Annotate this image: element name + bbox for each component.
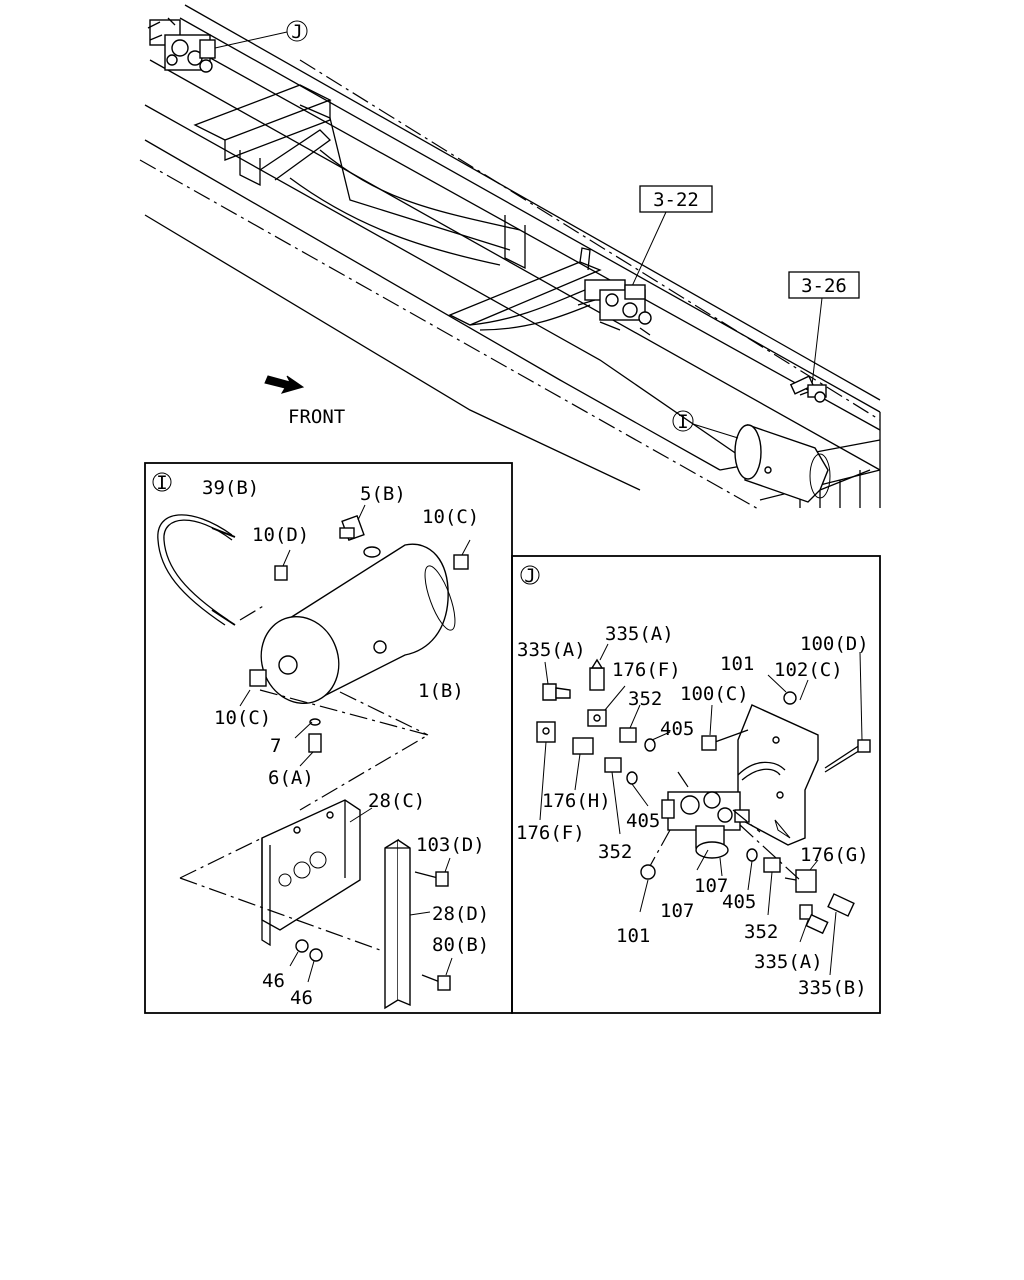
- label-405-right: 405: [722, 891, 756, 913]
- label-107-left: 107: [660, 900, 694, 922]
- fitting-5b: [339, 504, 366, 542]
- label-10c-bottom: 10(C): [214, 707, 271, 729]
- label-405-mid: 405: [626, 810, 660, 832]
- label-10c-top: 10(C): [422, 506, 479, 528]
- front-indicator: FRONT: [264, 375, 345, 428]
- valve-assembly-overview: [147, 17, 216, 73]
- panel-i-id: I: [156, 472, 167, 494]
- washer-405-right: [746, 848, 758, 862]
- air-tank: [260, 543, 456, 705]
- nut-101-bottom: [640, 864, 656, 880]
- bracket-102c: [737, 704, 819, 846]
- callout-i-letter: I: [677, 411, 688, 433]
- panel-j: J: [511, 555, 881, 1014]
- label-28d: 28(D): [432, 903, 489, 925]
- chassis-overview: [139, 4, 881, 511]
- label-7: 7: [270, 735, 281, 757]
- washer-7: [309, 718, 321, 726]
- fitting-335a-mid: [589, 658, 605, 691]
- fitting-335a-bottom: [799, 904, 829, 935]
- relay-valve-107: [661, 791, 750, 859]
- panel-i: I: [144, 462, 513, 1014]
- label-335b: 335(B): [798, 977, 867, 999]
- bolt-100d: [824, 739, 871, 773]
- label-101-bottom: 101: [616, 925, 650, 947]
- label-352-top: 352: [628, 688, 662, 710]
- label-100d: 100(D): [800, 633, 869, 655]
- bracket-28c: [261, 799, 361, 947]
- plug-10c-bottom: [249, 669, 267, 687]
- front-arrow-icon: [264, 375, 305, 394]
- label-46-a: 46: [262, 970, 285, 992]
- label-176h: 176(H): [542, 790, 611, 812]
- label-335a-left: 335(A): [517, 639, 586, 661]
- bolt-80b: [421, 974, 451, 991]
- fitting-335a-left: [542, 683, 571, 701]
- ref-3-22: 3-22: [577, 185, 713, 336]
- valve-3-22: [577, 279, 652, 336]
- plug-10c-top: [453, 554, 469, 570]
- callout-j: J: [214, 20, 308, 49]
- plug-10d: [274, 565, 288, 581]
- panel-j-id: J: [524, 565, 535, 587]
- label-1b: 1(B): [418, 680, 464, 702]
- ref-3-26: 3-26: [788, 271, 860, 403]
- nut-101-top: [783, 691, 797, 705]
- nut-46-b: [309, 948, 323, 962]
- front-label: FRONT: [288, 406, 345, 428]
- label-176f-left: 176(F): [516, 822, 585, 844]
- label-102c: 102(C): [774, 659, 843, 681]
- label-101-top: 101: [720, 653, 754, 675]
- label-107-right: 107: [694, 875, 728, 897]
- fitting-335b: [827, 893, 855, 917]
- nipple-176h: [572, 737, 594, 755]
- label-46-b: 46: [290, 987, 313, 1009]
- ref-box-3-26: 3-26: [801, 275, 847, 297]
- label-103d: 103(D): [416, 834, 485, 856]
- label-335a-bottom: 335(A): [754, 951, 823, 973]
- fitting-3-26: [789, 375, 827, 403]
- label-6a: 6(A): [268, 767, 314, 789]
- callout-j-letter: J: [291, 21, 302, 43]
- drain-cock-6a: [308, 733, 322, 753]
- label-405-top: 405: [660, 718, 694, 740]
- air-tank-overview: I: [672, 410, 831, 503]
- tee-176f-top: [587, 709, 607, 727]
- label-100c: 100(C): [680, 683, 749, 705]
- label-176g: 176(G): [800, 844, 869, 866]
- label-176f-top: 176(F): [612, 659, 681, 681]
- label-80b: 80(B): [432, 934, 489, 956]
- tee-176g: [784, 869, 817, 893]
- nut-46-a: [295, 939, 309, 953]
- label-28c: 28(C): [368, 790, 425, 812]
- label-352-mid: 352: [598, 841, 632, 863]
- label-335a-mid: 335(A): [605, 623, 674, 645]
- bolt-100c: [701, 729, 749, 751]
- adapter-352-mid: [604, 757, 622, 773]
- bracket-28d: [384, 838, 411, 1010]
- label-39b: 39(B): [202, 477, 259, 499]
- label-352-right: 352: [744, 921, 778, 943]
- washer-405-mid: [626, 771, 638, 785]
- adapter-352-right: [763, 857, 781, 873]
- adapter-352-top: [619, 727, 637, 743]
- label-5b: 5(B): [360, 483, 406, 505]
- label-10d: 10(D): [252, 524, 309, 546]
- washer-405-top: [644, 738, 656, 752]
- tee-176f-left: [536, 721, 556, 743]
- ref-box-3-22: 3-22: [653, 189, 699, 211]
- hose-39b: [157, 514, 236, 626]
- bolt-103d: [414, 871, 449, 887]
